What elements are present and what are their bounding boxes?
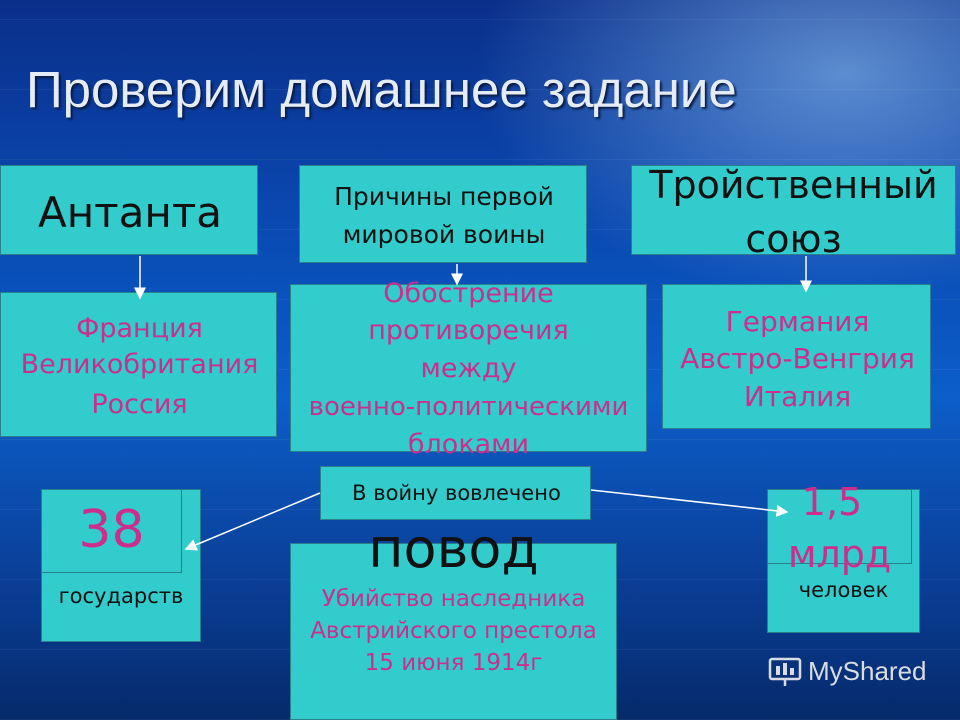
slide-title: Проверим домашнее задание (26, 61, 737, 118)
causes-header-box: Причины первой мировой воины (299, 165, 587, 263)
causes-header-line1: Причины первой (334, 182, 554, 211)
triple-member-1: Германия (725, 305, 870, 338)
antanta-member-2: Великобритания (20, 349, 259, 380)
states-number: 38 (78, 500, 145, 560)
pretext-header: повод (368, 517, 539, 580)
antanta-members-box: Франция Великобритания Россия (0, 292, 277, 437)
states-label: государств (58, 584, 184, 608)
antanta-header: Антанта (37, 188, 223, 237)
triple-header-line1: Тройственный (649, 163, 938, 207)
causes-line-5: блоками (407, 429, 530, 460)
triple-member-2: Австро-Венгрия (680, 342, 915, 375)
pretext-line-2: Австрийского престола (310, 618, 597, 644)
pretext-line-1: Убийство наследника (321, 586, 586, 612)
triple-header-line2: союз (745, 217, 842, 261)
people-label: человек (798, 578, 889, 602)
arrow-people (590, 489, 789, 517)
antanta-member-3: Россия (91, 389, 188, 420)
triple-member-3: Италия (743, 380, 852, 413)
states-inner-box (41, 489, 182, 573)
triple-members-box: Германия Австро-Венгрия Италия (662, 284, 931, 429)
watermark-text: MyShared (808, 656, 927, 686)
antanta-header-box: Антанта (0, 165, 258, 255)
causes-line-2: противоречия (368, 315, 569, 346)
involved-label-box: В войну вовлечено (320, 466, 591, 520)
causes-line-1: Обострение (383, 278, 554, 309)
pretext-line-3: 15 июня 1914г (364, 650, 543, 676)
antanta-member-1: Франция (76, 313, 203, 344)
myshared-logo: MyShared (768, 656, 927, 687)
people-number-line1: 1,5 (801, 480, 863, 524)
pretext-box (290, 543, 617, 720)
causes-line-3: между (420, 353, 517, 384)
presentation-icon (768, 657, 802, 686)
involved-label: В войну вовлечено (352, 481, 561, 505)
causes-content-box (290, 284, 647, 452)
causes-line-4: военно-политическими (308, 392, 629, 422)
triple-header-box (631, 165, 956, 255)
causes-header-line2: мировой воины (342, 220, 546, 249)
people-inner-box (767, 489, 912, 564)
people-number-line2: млрд (787, 532, 892, 576)
